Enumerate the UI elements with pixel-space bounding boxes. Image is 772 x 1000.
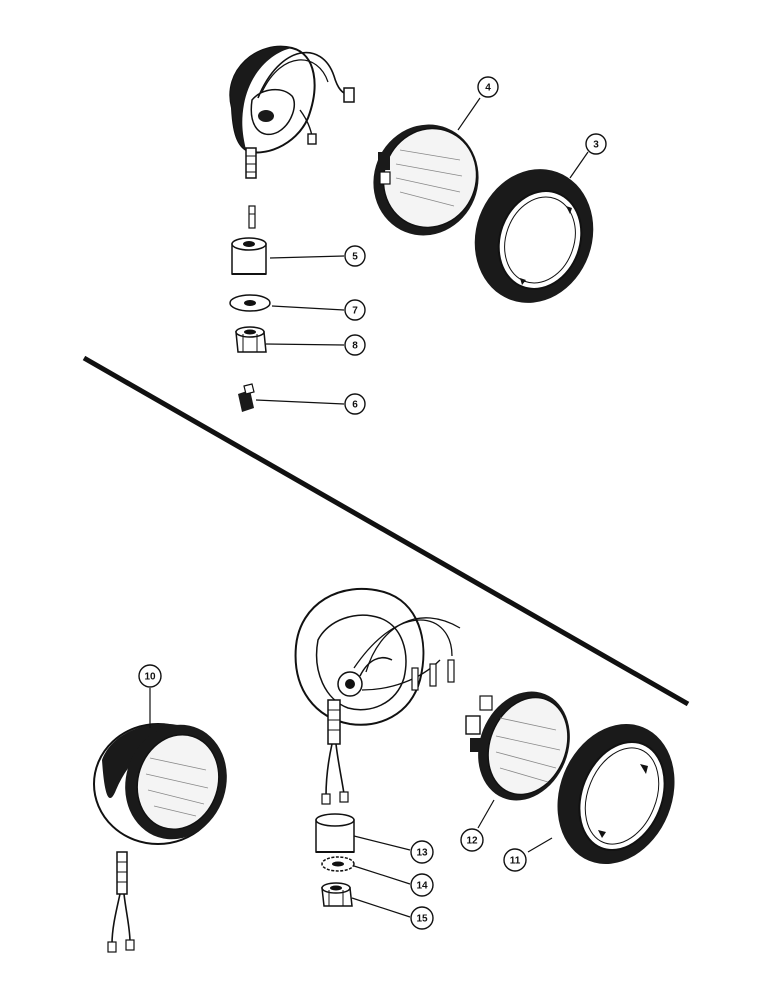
part-7-washer [229,294,271,312]
callout-6-label: 6 [352,400,358,411]
callout-5: 5 [344,245,366,267]
callout-15-label: 15 [416,914,428,925]
part-8-nut [235,326,267,353]
callout-5-label: 5 [352,252,358,263]
callout-14-label: 14 [416,881,428,892]
callout-4: 4 [477,76,499,98]
callout-14: 14 [410,873,434,897]
leader-lines [149,97,589,918]
callout-12-label: 12 [466,836,478,847]
callout-7: 7 [344,299,366,321]
part-12-sealed-beam [465,691,570,801]
part-14-lock-washer [321,856,355,872]
callout-3: 3 [585,133,607,155]
callout-10-label: 10 [144,672,156,683]
part-11-retaining-ring [557,724,675,864]
part-13-spacer [315,813,355,853]
part-4-sealed-beam [373,124,479,236]
part-10-assembled-lamp [93,723,227,953]
section-divider-line [82,355,690,707]
callout-11-label: 11 [510,856,521,867]
callout-15: 15 [410,906,434,930]
lower-lamp-housing [294,587,461,805]
part-3-retaining-ring [474,169,594,303]
callout-8: 8 [344,334,366,356]
callout-13: 13 [410,840,434,864]
upper-assembly [229,45,594,412]
callout-6: 6 [344,393,366,415]
part-5-spacer [231,237,267,275]
callout-12: 12 [460,828,484,852]
callout-11: 11 [503,848,527,872]
callout-8-label: 8 [352,341,358,352]
callout-10: 10 [138,664,162,688]
part-15-nut [321,882,353,907]
callout-7-label: 7 [352,306,358,317]
callout-13-label: 13 [416,848,428,859]
upper-lamp-housing [229,45,355,229]
part-6-clip [238,383,255,412]
callout-3-label: 3 [593,140,599,151]
lower-assembly [93,587,675,953]
callout-4-label: 4 [485,83,491,94]
